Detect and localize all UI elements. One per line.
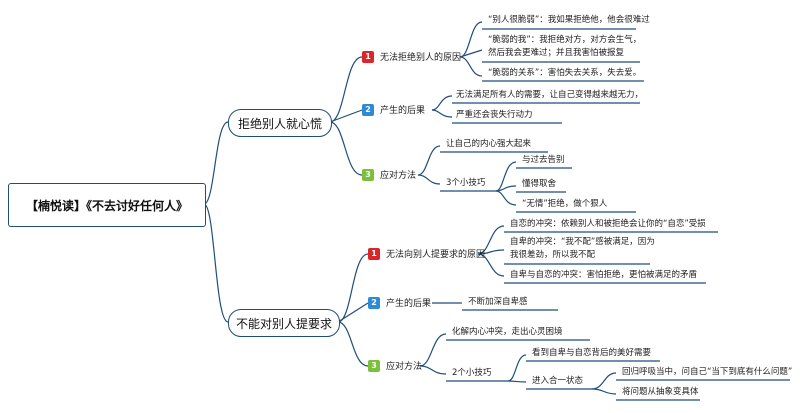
subtopic-label: 无法向别人提要求的原因 <box>386 250 486 260</box>
link-b1-s3 <box>329 121 363 176</box>
b1-subtopic-methods[interactable]: 3 应对方法 <box>362 168 416 181</box>
number-badge: 1 <box>362 50 374 63</box>
b1-subtopic-reasons[interactable]: 1 无法拒绝别人的原因 <box>362 50 461 63</box>
leaf-line: “脆弱的我”：我拒绝对方，对方会生气， <box>488 35 642 45</box>
leaf[interactable]: 不断加深自卑感 <box>468 297 528 307</box>
branch-reject-panic[interactable]: 拒绝别人就心慌 <box>228 109 332 137</box>
link-b1-s2 <box>329 109 363 123</box>
leaf[interactable]: 回归呼吸当中，问自己“当下到底有什么问题” <box>622 367 793 377</box>
leaf[interactable]: “别人很脆弱”：我如果拒绝他，他会很难过 <box>488 15 650 25</box>
root-topic[interactable]: 【楠悦读】《不去讨好任何人》 <box>8 183 206 227</box>
leaf[interactable]: “无情”拒绝，做个狠人 <box>522 199 608 209</box>
link-root-branch2 <box>203 203 229 323</box>
leaf[interactable]: 2个小技巧 <box>452 368 492 378</box>
subtopic-label: 应对方法 <box>380 171 417 181</box>
leaf[interactable]: 自恋的冲突：依赖别人和被拒绝会让你的“自恋”受损 <box>510 219 706 229</box>
link-b2-s2 <box>337 302 369 323</box>
branch-no-requests[interactable]: 不能对别人提要求 <box>228 309 340 337</box>
leaf[interactable]: 自卑与自恋的冲突：害怕拒绝，更怕被满足的矛盾 <box>510 270 698 280</box>
link-b2-s3 <box>337 321 369 367</box>
subtopic-label: 产生的后果 <box>380 106 426 116</box>
leaf[interactable]: 与过去告别 <box>522 155 565 165</box>
leaf[interactable]: 3个小技巧 <box>446 178 486 188</box>
leaf-line: 我很差劲，所以我不配 <box>510 250 596 260</box>
leaf[interactable]: 将问题从抽象变具体 <box>622 387 699 397</box>
link-root-branch1 <box>203 121 229 205</box>
leaf-line: 自卑的冲突：“我不配”感被满足，因为 <box>510 237 655 247</box>
leaf[interactable]: 看到自卑与自恋背后的美好需要 <box>532 348 652 358</box>
b2-subtopic-methods[interactable]: 3 应对方法 <box>368 359 422 372</box>
b2-subtopic-consequence[interactable]: 2 产生的后果 <box>368 296 431 309</box>
leaf[interactable]: 严重还会丧失行动力 <box>456 110 533 120</box>
b1-subtopic-consequence[interactable]: 2 产生的后果 <box>362 103 425 116</box>
leaf[interactable]: 让自己的内心强大起来 <box>446 139 532 149</box>
leaf[interactable]: 无法满足所有人的需要，让自己变得越来越无力， <box>456 90 644 100</box>
leaf[interactable]: “脆弱的我”：我拒绝对方，对方会生气， 然后我会更难过；并且我害怕被报复 <box>488 34 641 60</box>
subtopic-label: 应对方法 <box>386 362 423 372</box>
subtopic-label: 产生的后果 <box>386 299 432 309</box>
leaf[interactable]: 化解内心冲突，走出心灵困境 <box>452 327 563 337</box>
leaf[interactable]: 懂得取舍 <box>522 179 557 189</box>
leaf-line: 然后我会更难过；并且我害怕被报复 <box>488 48 625 58</box>
number-badge: 3 <box>368 359 380 372</box>
subtopic-label: 无法拒绝别人的原因 <box>380 53 462 63</box>
number-badge: 2 <box>368 296 380 309</box>
number-badge: 1 <box>368 247 380 260</box>
leaf[interactable]: “脆弱的关系”：害怕失去关系，失去爱。 <box>488 68 642 78</box>
b2-subtopic-reasons[interactable]: 1 无法向别人提要求的原因 <box>368 247 485 260</box>
leaf[interactable]: 进入合一状态 <box>532 376 584 386</box>
number-badge: 3 <box>362 168 374 181</box>
number-badge: 2 <box>362 103 374 116</box>
leaf[interactable]: 自卑的冲突：“我不配”感被满足，因为 我很差劲，所以我不配 <box>510 236 655 262</box>
